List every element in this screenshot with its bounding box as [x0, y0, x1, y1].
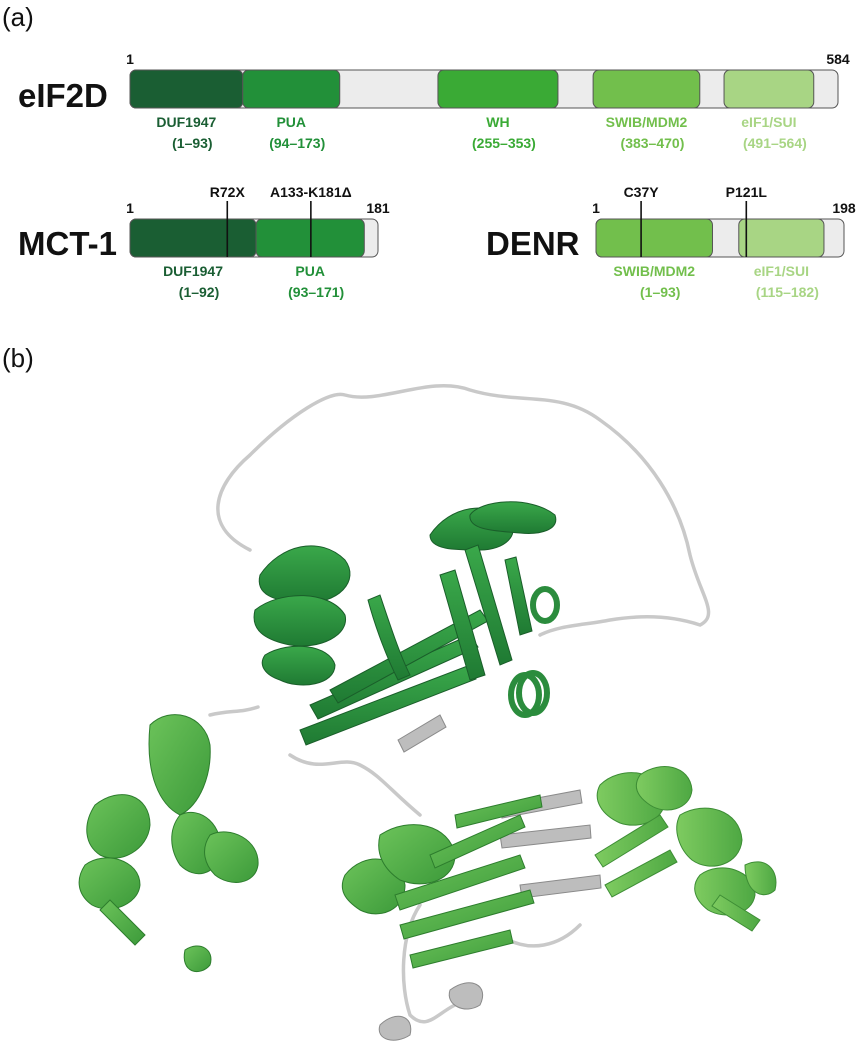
denr-start-label: 1: [592, 200, 600, 216]
eif2d-duf1947-domain: [129, 69, 244, 109]
eif1-sui-domain: [594, 766, 777, 932]
mct-1-pua-domain-label: PUA: [295, 263, 325, 279]
eif2d-wh-domain-label: WH: [486, 114, 509, 130]
denr-end-label: 198: [832, 200, 856, 216]
mct-1-duf1947-domain: [129, 218, 257, 258]
eif2d-end-label: 584: [826, 51, 850, 67]
mct-1-pua-domain-range: (93–171): [288, 284, 344, 300]
eif2d-wh-domain-range: (255–353): [472, 135, 536, 151]
mct-1-duf1947-domain-label: DUF1947: [163, 263, 223, 279]
denr-mutation-p121l-label: P121L: [726, 184, 768, 200]
eif2d-name: eIF2D: [18, 77, 108, 114]
eif2d-duf1947-domain-label: DUF1947: [156, 114, 216, 130]
panel-b-structure: (b): [0, 335, 858, 1050]
mct-1-name: MCT-1: [18, 225, 117, 262]
eif2d-swib-mdm2-domain: [592, 69, 701, 109]
eif2d-eif1-sui-domain-range: (491–564): [743, 135, 807, 151]
eif2d-pua-domain: [242, 69, 341, 109]
denr-swib-mdm2-domain: [595, 218, 713, 258]
pua-helix-coil: [508, 586, 560, 718]
swib-mdm2-domain: [341, 794, 543, 969]
denr-eif1-sui-domain-label: eIF1/SUI: [754, 263, 809, 279]
mct-1-mutation-a133-k181--label: A133-K181Δ: [270, 184, 352, 200]
denr-eif1-sui-domain-range: (115–182): [756, 284, 819, 300]
wh-domain: [78, 714, 259, 973]
eif2d-swib-mdm2-domain-label: SWIB/MDM2: [606, 114, 688, 130]
eif2d-start-label: 1: [126, 51, 134, 67]
protein-structure-ribbon: [78, 384, 777, 1041]
panel-a-label: (a): [2, 2, 34, 32]
eif2d-eif1-sui-domain: [723, 69, 815, 109]
eif2d-pua-domain-range: (94–173): [269, 135, 325, 151]
denr-eif1-sui-domain: [738, 218, 825, 258]
eif2d-duf1947-domain-range: (1–93): [172, 135, 212, 151]
denr-name: DENR: [486, 225, 580, 262]
mct-1-duf1947-domain-range: (1–92): [179, 284, 219, 300]
eif2d-swib-mdm2-domain-range: (383–470): [621, 135, 685, 151]
panel-b-label: (b): [2, 343, 34, 373]
mct-1-end-label: 181: [366, 200, 390, 216]
denr-swib-mdm2-domain-label: SWIB/MDM2: [613, 263, 695, 279]
eif2d-wh-domain: [437, 69, 559, 109]
denr-swib-mdm2-domain-range: (1–93): [640, 284, 680, 300]
mct-1-mutation-r72x-label: R72X: [210, 184, 246, 200]
eif2d-pua-domain-label: PUA: [276, 114, 306, 130]
duf1947-pua-domain: [253, 501, 557, 746]
mct-1-start-label: 1: [126, 200, 134, 216]
flexible-linker-loop: [208, 384, 711, 1024]
denr-mutation-c37y-label: C37Y: [624, 184, 660, 200]
eif2d-eif1-sui-domain-label: eIF1/SUI: [741, 114, 796, 130]
